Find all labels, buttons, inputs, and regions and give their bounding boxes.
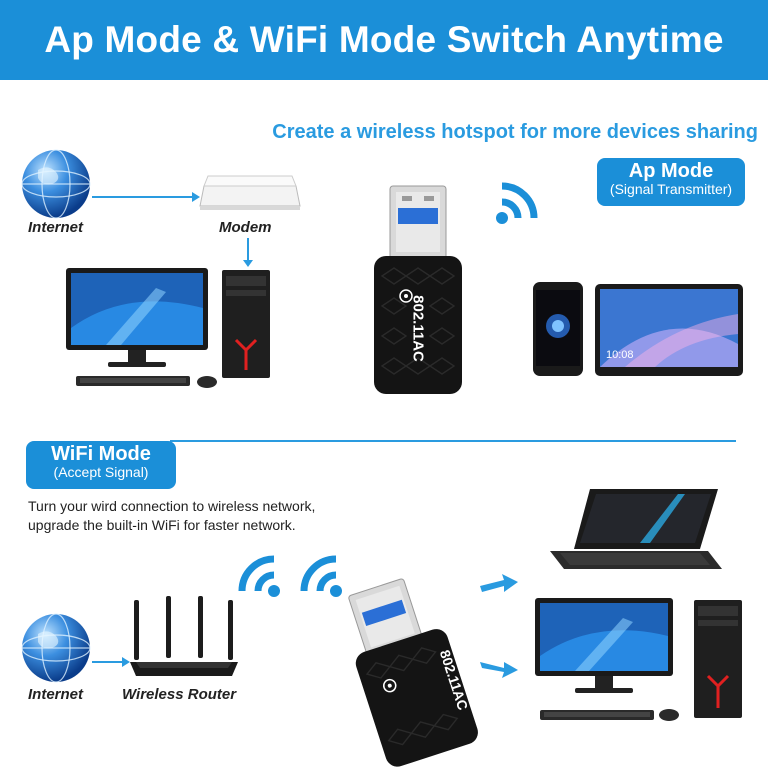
banner-title: Ap Mode & WiFi Mode Switch Anytime xyxy=(0,0,768,80)
monitor-icon xyxy=(535,598,673,693)
wifi-description-line2: upgrade the built-in WiFi for faster net… xyxy=(28,516,296,533)
modem-icon xyxy=(199,175,301,210)
wifi-description: Turn your wird connection to wireless ne… xyxy=(28,497,388,535)
adapter-label-top: 802.11AC xyxy=(409,295,427,362)
tablet-icon xyxy=(595,284,743,376)
arrow-icon xyxy=(480,574,518,592)
usb-adapter-icon xyxy=(348,578,478,767)
mouse-icon xyxy=(197,376,217,388)
usb-adapter-icon xyxy=(374,185,462,394)
wifi-signal-icon xyxy=(238,555,280,597)
arrow-icon xyxy=(480,662,518,678)
laptop-icon xyxy=(550,489,722,569)
monitor-icon xyxy=(66,268,208,367)
wifi-mode-subtitle: (Accept Signal) xyxy=(53,464,149,480)
arrow-icon xyxy=(92,657,130,667)
keyboard-icon xyxy=(76,376,190,386)
label-wireless-router: Wireless Router xyxy=(122,686,237,703)
globe-icon xyxy=(21,613,91,683)
keyboard-icon xyxy=(540,710,654,720)
wifi-mode-badge: WiFi Mode (Accept Signal) xyxy=(26,441,176,489)
wifi-signal-icon xyxy=(496,182,538,224)
wifi-signal-icon xyxy=(300,555,342,597)
section-divider xyxy=(170,440,736,442)
pc-tower-icon xyxy=(694,600,742,718)
router-icon xyxy=(130,596,238,676)
wifi-mode-title: WiFi Mode xyxy=(51,443,151,465)
label-modem: Modem xyxy=(219,219,272,236)
mouse-icon xyxy=(659,709,679,721)
ap-mode-badge: Ap Mode (Signal Transmitter) xyxy=(597,158,745,206)
globe-icon xyxy=(21,149,91,219)
wifi-description-line1: Turn your wird connection to wireless ne… xyxy=(28,498,316,514)
label-internet-top: Internet xyxy=(28,219,84,236)
ap-mode-subtitle: (Signal Transmitter) xyxy=(609,181,733,197)
arrow-down-icon xyxy=(243,238,253,267)
pc-tower-icon xyxy=(222,270,270,378)
tablet-clock: 10:08 xyxy=(606,349,634,361)
arrow-icon xyxy=(92,192,200,202)
ap-mode-title: Ap Mode xyxy=(628,160,714,182)
label-internet-bottom: Internet xyxy=(28,686,84,703)
smartphone-icon xyxy=(533,282,583,376)
ap-tagline: Create a wireless hotspot for more devic… xyxy=(272,121,758,143)
